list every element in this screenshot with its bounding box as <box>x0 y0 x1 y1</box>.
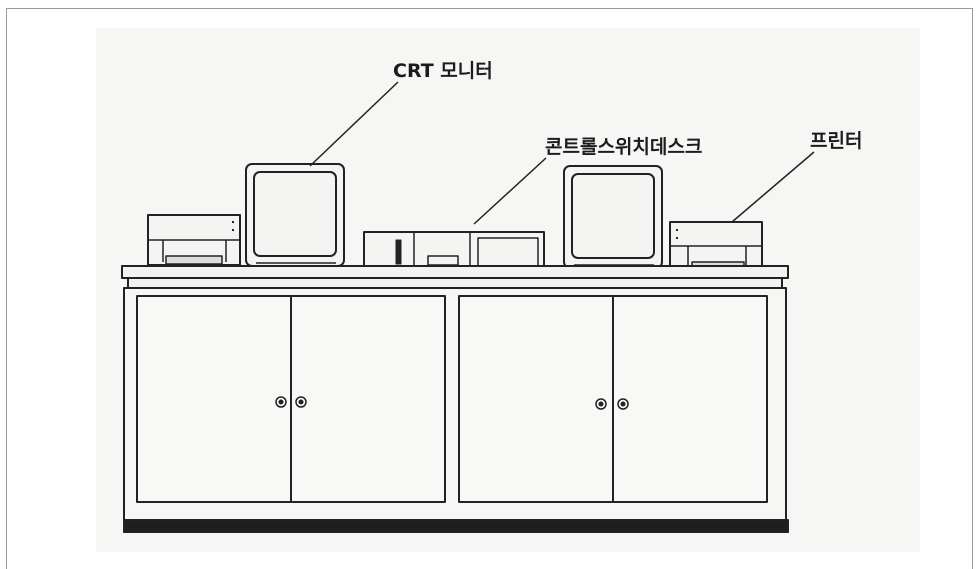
right-crt-monitor <box>563 165 663 269</box>
control-switch-desk-label: 콘트롤스위치데스크 <box>545 136 702 158</box>
left-door-knobs <box>275 396 307 408</box>
cabinet <box>123 287 789 533</box>
printer-leader-line <box>731 151 815 223</box>
control-switch-desk-leader-line <box>473 157 547 225</box>
left-printer <box>147 214 241 266</box>
right-printer <box>669 221 763 271</box>
crt-monitor-label: CRT 모니터 <box>393 60 493 82</box>
right-door-knobs <box>595 398 629 410</box>
control-switch-desk <box>363 231 545 271</box>
counter-top <box>121 265 789 289</box>
printer-label: 프린터 <box>810 130 862 152</box>
left-crt-monitor <box>245 163 345 267</box>
crt-monitor-leader-line <box>309 81 399 167</box>
